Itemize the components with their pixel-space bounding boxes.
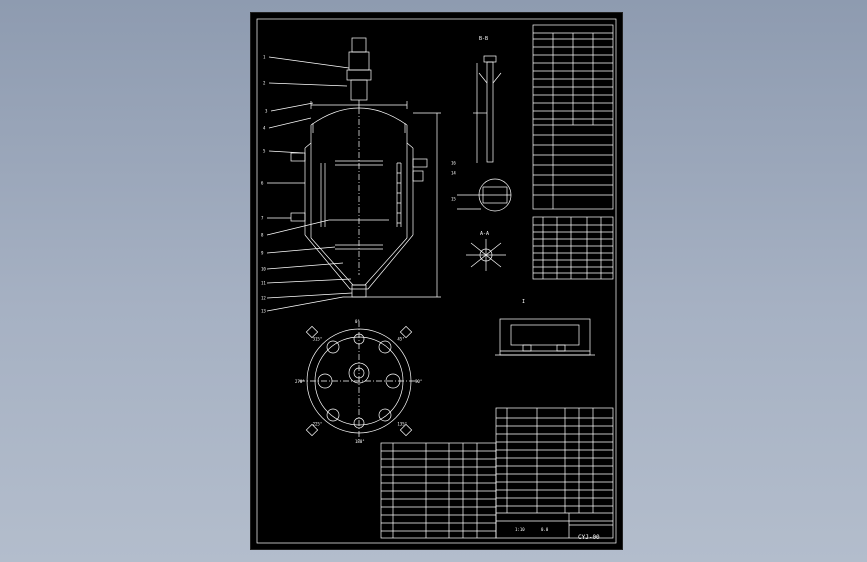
part-label-10: 10 (261, 267, 266, 272)
drawing-number: CYJ-00 (578, 534, 600, 541)
angle-label: 315° (313, 337, 323, 342)
part-label-11: 11 (261, 281, 266, 286)
motor (351, 37, 367, 53)
part-label-7: 7 (261, 216, 264, 221)
angle-label: 135° (397, 421, 407, 426)
flange-section (457, 178, 512, 212)
part-label-6: 6 (261, 181, 264, 186)
technical-data-table (532, 24, 614, 210)
part-label-8: 8 (261, 233, 264, 238)
angle-label: 0° (355, 319, 360, 324)
angle-label: 270° (295, 379, 305, 384)
detail-i (495, 318, 595, 356)
parts-list (495, 407, 614, 539)
nozzle-table (532, 216, 614, 280)
part-label-12: 12 (261, 296, 266, 301)
angle-label: 90° (415, 379, 422, 384)
part-label-2: 2 (263, 81, 266, 86)
scale-text: 1:10 (515, 527, 525, 532)
top-plan-view (299, 321, 419, 441)
angle-label: 225° (313, 421, 323, 426)
vessel-elevation (266, 37, 441, 312)
company-text: 0.0 (541, 527, 549, 532)
part-label-3: 3 (265, 109, 268, 114)
part-label-4: 4 (263, 126, 266, 131)
part-label-9: 9 (261, 251, 264, 256)
angle-label: 180° (355, 439, 365, 444)
view-label: A-A (480, 231, 489, 237)
cad-drawing: B-B I A-A CYJ-00 1:10 0.0 12345678910111… (256, 18, 617, 544)
part-label-15: 15 (451, 197, 456, 202)
part-label-16: 16 (451, 161, 456, 166)
angle-label: 45° (397, 337, 404, 342)
angle-labels: 0° 45° 90° 135° 180° 225° 270° 315° (295, 319, 422, 444)
nozzle-detail (473, 55, 502, 163)
section-label: B-B (479, 36, 488, 42)
part-label-14: 14 (451, 171, 456, 176)
section-aa (466, 239, 506, 271)
sheet-border (256, 18, 617, 544)
part-label-1: 1 (263, 55, 266, 60)
part-label-13: 13 (261, 309, 266, 314)
part-label-5: 5 (263, 149, 266, 154)
revision-table (380, 442, 497, 539)
detail-label: I (522, 299, 525, 305)
